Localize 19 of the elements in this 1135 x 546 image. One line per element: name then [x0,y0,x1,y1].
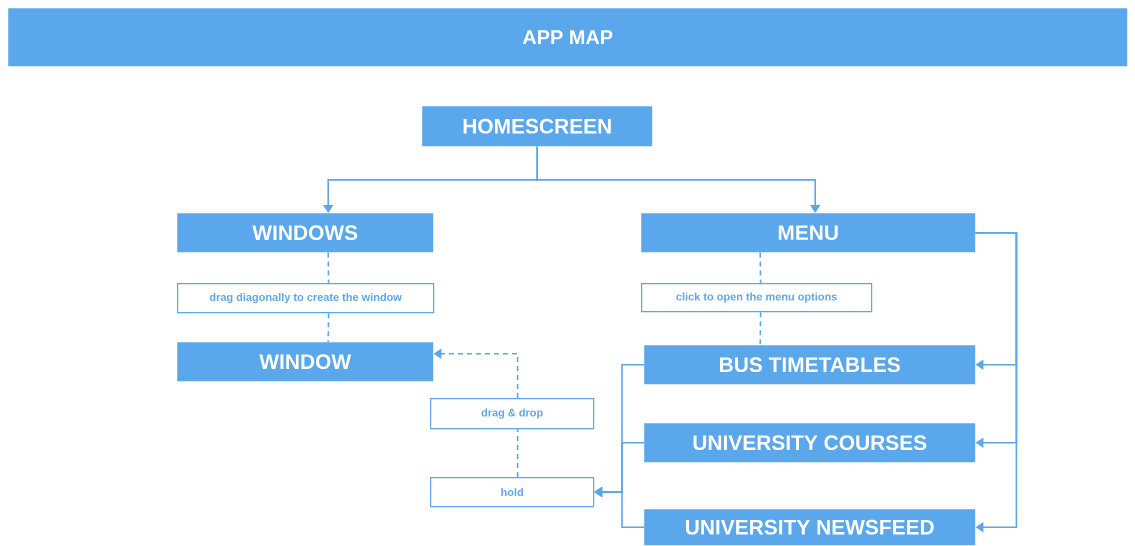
connector-line [327,312,330,343]
connector-line [759,311,762,346]
arrow [974,231,1018,533]
connector-line [516,428,519,478]
screen-box: WINDOW [177,342,434,382]
title-banner: APP MAP [8,8,1128,67]
screen-box: UNIVERSITY NEWSFEED [644,509,976,546]
action-box: drag & drop [430,398,595,430]
connector-line [759,251,762,284]
action-box: hold [430,477,595,508]
action-box: click to open the menu options [641,283,873,313]
screen-box: MENU [641,213,976,253]
action-box: drag diagonally to create the window [177,283,435,314]
screen-box: BUS TIMETABLES [644,345,976,385]
screen-box: UNIVERSITY COURSES [644,423,976,463]
arrow [536,145,821,213]
screen-box: HOMESCREEN [422,106,653,147]
connector-line [327,251,330,284]
screen-box: WINDOWS [177,213,434,253]
